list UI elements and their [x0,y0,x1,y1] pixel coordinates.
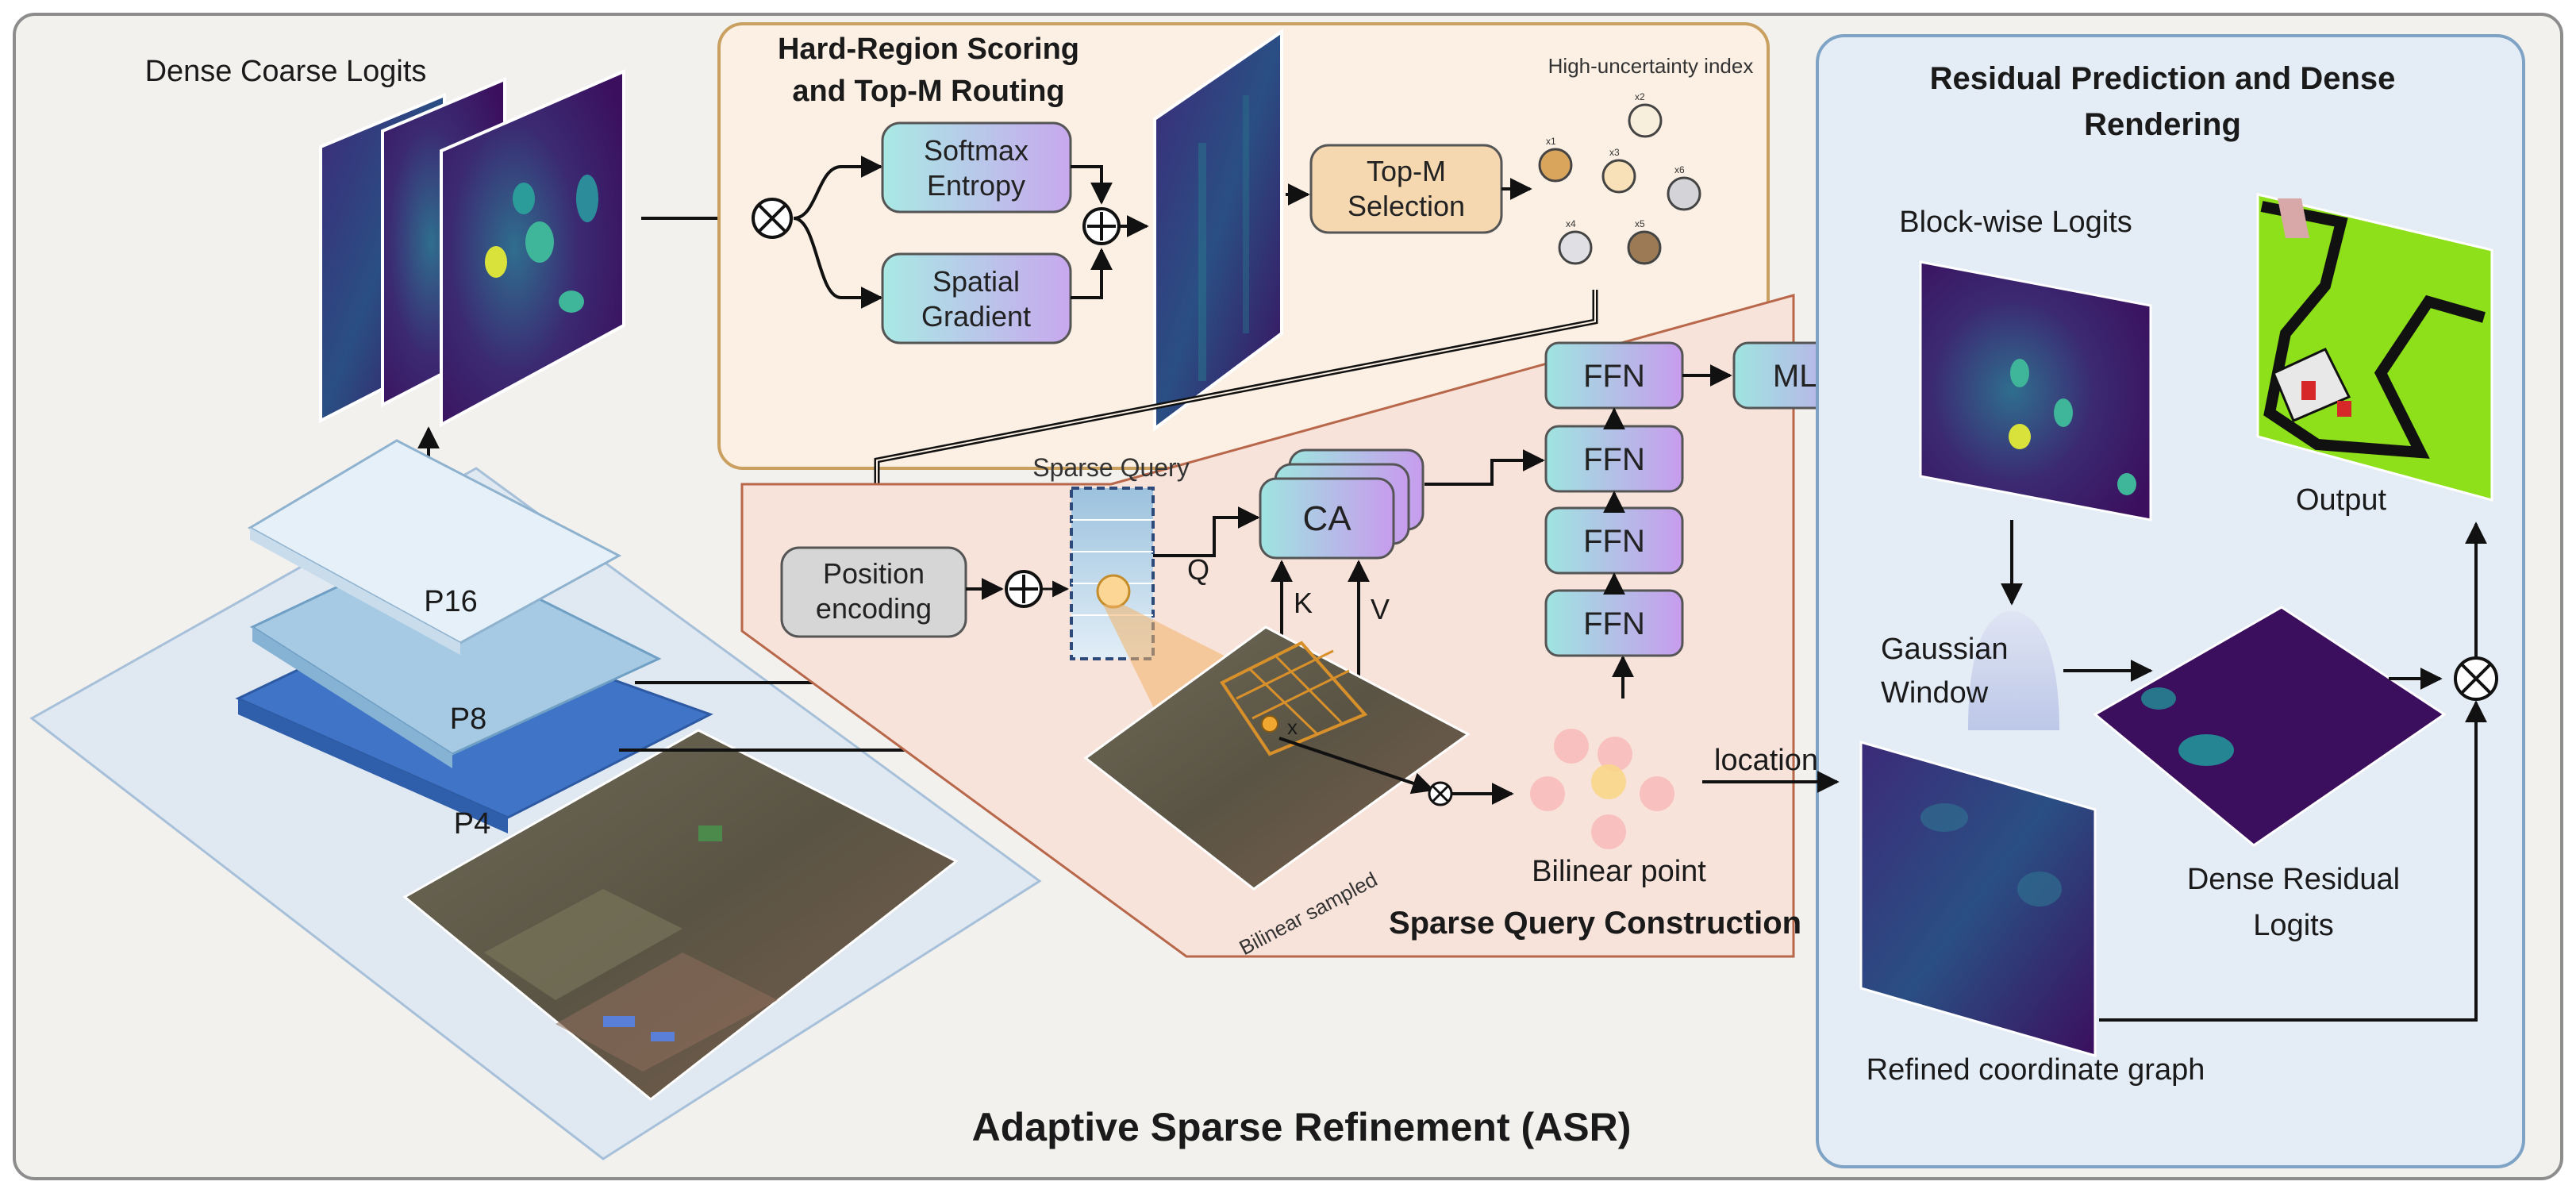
dense-residual-logits-map [2093,606,2447,847]
heat-spot [559,291,584,313]
high-uncertainty-label: High-uncertainty index [1548,54,1754,78]
final-multiply-operator [2454,656,2498,701]
sampled-feature-map: x [1083,625,1471,891]
pyramid-layer-p16-side [250,528,460,655]
block-wise-logits-map [1919,260,2152,521]
multiply-operator [752,198,793,239]
svg-text:x6: x6 [1674,164,1685,175]
svg-text:FFN: FFN [1583,359,1645,394]
candidate-x5 [1627,230,1662,265]
dense-coarse-logits-label: Dense Coarse Logits [145,55,427,88]
input-satellite-image [402,729,959,1101]
heat-spot [485,246,507,278]
candidate-x3 [1601,159,1636,194]
candidate-x2 [1628,103,1663,138]
spatial-gradient-label-line1: Spatial [932,265,1020,298]
sparse-query-label: Sparse Query [1032,453,1189,482]
gaussian-window-shape [1968,611,2059,730]
pyramid-label-p8: P8 [450,702,486,736]
sparse-query-title: Sparse Query Construction [1389,906,1801,941]
bilinear-point-label: Bilinear point [1532,855,1706,888]
hard-region-title-line1: Hard-Region Scoring [778,33,1079,66]
pyramid-label-p4: P4 [454,807,490,841]
gaussian-label-line2: Window [1881,676,1989,710]
q-label: Q [1187,553,1209,586]
heat-spot [513,183,535,214]
heat-spot [576,175,598,222]
ca-box [1259,477,1395,560]
k-label: K [1294,587,1313,619]
topm-label-line1: Top-M [1367,155,1446,187]
position-encoding-box [780,546,967,638]
sample-multiply-operator [1428,781,1453,806]
candidate-x4 [1558,230,1593,265]
block-logits-label: Block-wise Logits [1899,206,2132,239]
arrow-sample-to-mult [1278,737,1435,795]
dense-residual-label-line2: Logits [2253,909,2333,942]
arrow-gradient-to-sum [1071,248,1113,299]
dense-residual-label-line1: Dense Residual [2187,863,2400,896]
svg-text:FFN: FFN [1583,442,1645,477]
svg-text:x: x [1287,715,1298,739]
query-spotlight [1103,605,1270,742]
topm-label-line2: Selection [1348,190,1465,222]
pyramid-layer-p8-side [252,627,452,768]
hard-region-title-line2: and Top-M Routing [792,75,1064,108]
refined-coordinate-graph [1859,741,2097,1057]
bilinear-point-cluster [1530,729,1674,849]
spatial-gradient-label-line2: Gradient [921,300,1031,333]
softmax-entropy-label-line2: Entropy [927,169,1025,202]
location-label: location [1714,744,1818,777]
query-point [1096,574,1131,609]
svg-text:x4: x4 [1566,218,1576,229]
location-pin-icon [1261,715,1278,733]
arrow-q-to-ca [1153,506,1260,557]
arrow-to-softmax [793,156,883,220]
svg-text:x2: x2 [1635,91,1645,102]
arrow-ca-to-ffn [1424,449,1545,486]
output-label: Output [2296,483,2387,517]
candidate-points: x1 x2 x3 x4 x5 x6 [1538,91,1701,265]
svg-text:FFN: FFN [1583,606,1645,641]
v-label: V [1371,593,1390,625]
ca-label: CA [1302,499,1351,538]
arrow-to-gradient [793,217,883,309]
svg-text:x5: x5 [1635,218,1645,229]
softmax-entropy-label-line1: Softmax [924,134,1028,167]
svg-text:x3: x3 [1609,147,1620,158]
main-title: Adaptive Sparse Refinement (ASR) [972,1105,1632,1149]
arrow-softmax-to-sum [1071,165,1113,205]
refined-label: Refined coordinate graph [1867,1053,2205,1087]
svg-text:x1: x1 [1546,136,1556,147]
arrow-refined-to-mult [2099,700,2487,1022]
output-segmentation [2256,193,2493,502]
candidate-x1 [1538,148,1573,183]
position-encoding-line2: encoding [816,592,932,625]
candidate-x6 [1667,176,1701,211]
position-add-operator [1005,570,1043,608]
pyramid-layer-p4-side [238,698,508,833]
pyramid-label-p16: P16 [424,585,478,618]
gaussian-label-line1: Gaussian [1881,633,2009,666]
residual-title-line2: Rendering [2084,107,2241,142]
add-operator [1082,207,1121,245]
svg-text:FFN: FFN [1583,524,1645,559]
uncertainty-map [1153,29,1283,432]
position-encoding-line1: Position [823,557,925,590]
dense-coarse-logits-stack [319,68,625,428]
heat-spot [525,221,554,263]
residual-title-line1: Residual Prediction and Dense [1930,61,2396,96]
